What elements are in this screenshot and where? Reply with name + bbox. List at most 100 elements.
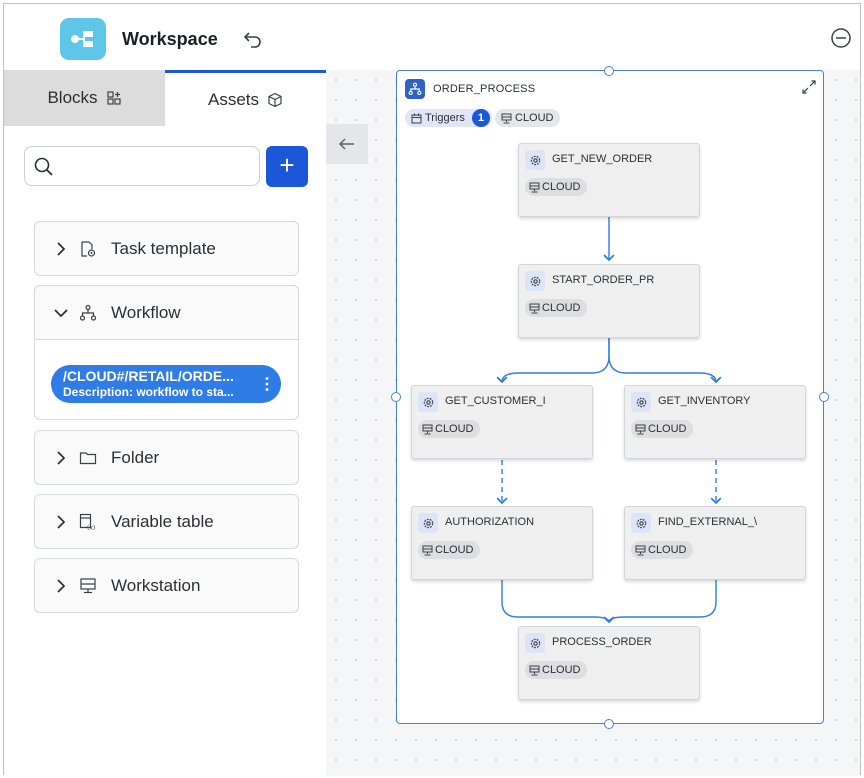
workstation-chip-label: CLOUD — [648, 423, 687, 435]
collapse-panel-button[interactable] — [326, 124, 368, 164]
port-left[interactable] — [391, 392, 401, 402]
task-node-start-order[interactable]: START_ORDER_PR CLOUD — [518, 264, 700, 338]
workstation-chip-label: CLOUD — [542, 181, 581, 193]
port-right[interactable] — [819, 392, 829, 402]
search-input[interactable] — [61, 153, 251, 179]
workflow-header: ORDER_PROCESS — [405, 79, 535, 99]
collapse-icon[interactable] — [830, 27, 852, 49]
gear-icon — [631, 513, 651, 533]
server-icon — [635, 545, 646, 555]
gear-icon — [418, 513, 438, 533]
workstation-chip: CLOUD — [631, 420, 693, 438]
workstation-chip-label: CLOUD — [542, 302, 581, 314]
workstation-chip-label: CLOUD — [435, 544, 474, 556]
section-workflow-label: Workflow — [111, 302, 181, 322]
section-task-template: Task template — [34, 221, 299, 276]
task-node-get-inventory[interactable]: GET_INVENTORY CLOUD — [624, 385, 806, 459]
section-workstation: Workstation — [34, 558, 299, 613]
workflow-icon — [405, 79, 425, 99]
workflow-icon — [79, 304, 97, 321]
workstation-chip: CLOUD — [525, 178, 587, 196]
section-folder-header[interactable]: Folder — [35, 431, 298, 484]
section-variable-table-label: Variable table — [111, 511, 214, 531]
chevron-right-icon — [57, 578, 66, 593]
app-window: Workspace Blocks Assets — [3, 3, 861, 776]
workflow-asset-item[interactable]: /CLOUD#/RETAIL/ORDE... Description: work… — [51, 365, 281, 403]
section-workflow: Workflow /CLOUD#/RETAIL/ORDE... Descript… — [34, 285, 299, 420]
workstation-chip-label: CLOUD — [542, 664, 581, 676]
server-icon — [529, 665, 540, 675]
workflow-asset-path: /CLOUD#/RETAIL/ORDE... — [63, 368, 234, 384]
tab-blocks-label: Blocks — [47, 88, 98, 107]
server-icon — [422, 424, 433, 434]
search-box — [24, 146, 260, 186]
task-node-get-new-order[interactable]: GET_NEW_ORDER CLOUD — [518, 143, 700, 217]
section-task-template-header[interactable]: Task template — [35, 222, 298, 275]
gear-icon — [525, 271, 545, 291]
task-node-process-order[interactable]: PROCESS_ORDER CLOUD — [518, 626, 700, 700]
app-logo-icon — [60, 18, 106, 60]
tab-assets[interactable]: Assets — [165, 70, 326, 126]
server-icon — [635, 424, 646, 434]
section-folder-label: Folder — [111, 447, 160, 467]
task-node-label: GET_CUSTOMER_I — [445, 395, 546, 407]
port-top[interactable] — [604, 66, 614, 76]
undo-icon[interactable] — [242, 27, 264, 49]
workflow-workstation-chip: CLOUD — [495, 109, 560, 127]
expand-icon[interactable] — [801, 79, 817, 95]
search-icon — [34, 157, 53, 176]
section-workstation-label: Workstation — [111, 575, 201, 595]
workstation-chip: CLOUD — [631, 541, 693, 559]
tab-blocks[interactable]: Blocks — [4, 70, 165, 126]
add-button[interactable]: + — [266, 146, 308, 187]
assets-icon — [268, 92, 282, 107]
server-icon — [422, 545, 433, 555]
chevron-right-icon — [57, 450, 66, 465]
gear-icon — [418, 392, 438, 412]
arrow-left-icon — [339, 138, 354, 150]
header: Workspace — [4, 4, 860, 70]
workstation-chip-label: CLOUD — [648, 544, 687, 556]
workstation-chip: CLOUD — [418, 541, 480, 559]
section-task-template-label: Task template — [111, 238, 216, 258]
section-folder: Folder — [34, 430, 299, 485]
triggers-count-badge: 1 — [471, 109, 490, 127]
workstation-chip: CLOUD — [525, 661, 587, 679]
task-node-authorization[interactable]: AUTHORIZATION CLOUD — [411, 506, 593, 580]
kebab-icon[interactable] — [265, 376, 269, 392]
calendar-icon — [411, 113, 422, 123]
chevron-right-icon — [57, 241, 66, 256]
gear-icon — [525, 150, 545, 170]
port-bottom[interactable] — [604, 719, 614, 729]
task-node-label: AUTHORIZATION — [445, 516, 535, 528]
triggers-label: Triggers — [425, 112, 465, 124]
workflow-asset-description: Description: workflow to sta... — [63, 385, 234, 399]
section-workstation-header[interactable]: Workstation — [35, 559, 298, 612]
section-workflow-header[interactable]: Workflow — [35, 286, 298, 339]
server-icon — [529, 182, 540, 192]
workstation-chip-label: CLOUD — [435, 423, 474, 435]
task-node-get-customer[interactable]: GET_CUSTOMER_I CLOUD — [411, 385, 593, 459]
workstation-chip: CLOUD — [418, 420, 480, 438]
gear-icon — [525, 633, 545, 653]
task-node-label: GET_NEW_ORDER — [552, 153, 653, 165]
task-node-find-external[interactable]: FIND_EXTERNAL_\ CLOUD — [624, 506, 806, 580]
server-icon — [529, 303, 540, 313]
left-panel: Blocks Assets + — [4, 70, 326, 776]
workstation-chip: CLOUD — [525, 299, 587, 317]
task-template-icon — [81, 240, 96, 257]
section-variable-table-header[interactable]: (x) Variable table — [35, 495, 298, 548]
tab-assets-label: Assets — [207, 89, 260, 109]
section-variable-table: (x) Variable table — [34, 494, 299, 549]
workflow-workstation-label: CLOUD — [515, 112, 554, 124]
app-title: Workspace — [122, 29, 218, 49]
variable-table-icon: (x) — [79, 513, 95, 531]
folder-icon — [79, 451, 97, 464]
task-node-label: GET_INVENTORY — [658, 395, 751, 407]
chevron-right-icon — [57, 514, 66, 529]
gear-icon — [631, 392, 651, 412]
svg-text:(x): (x) — [87, 524, 95, 531]
triggers-chip[interactable]: Triggers 1 — [405, 109, 492, 127]
workflow-title: ORDER_PROCESS — [433, 83, 536, 95]
workstation-icon — [80, 577, 96, 593]
